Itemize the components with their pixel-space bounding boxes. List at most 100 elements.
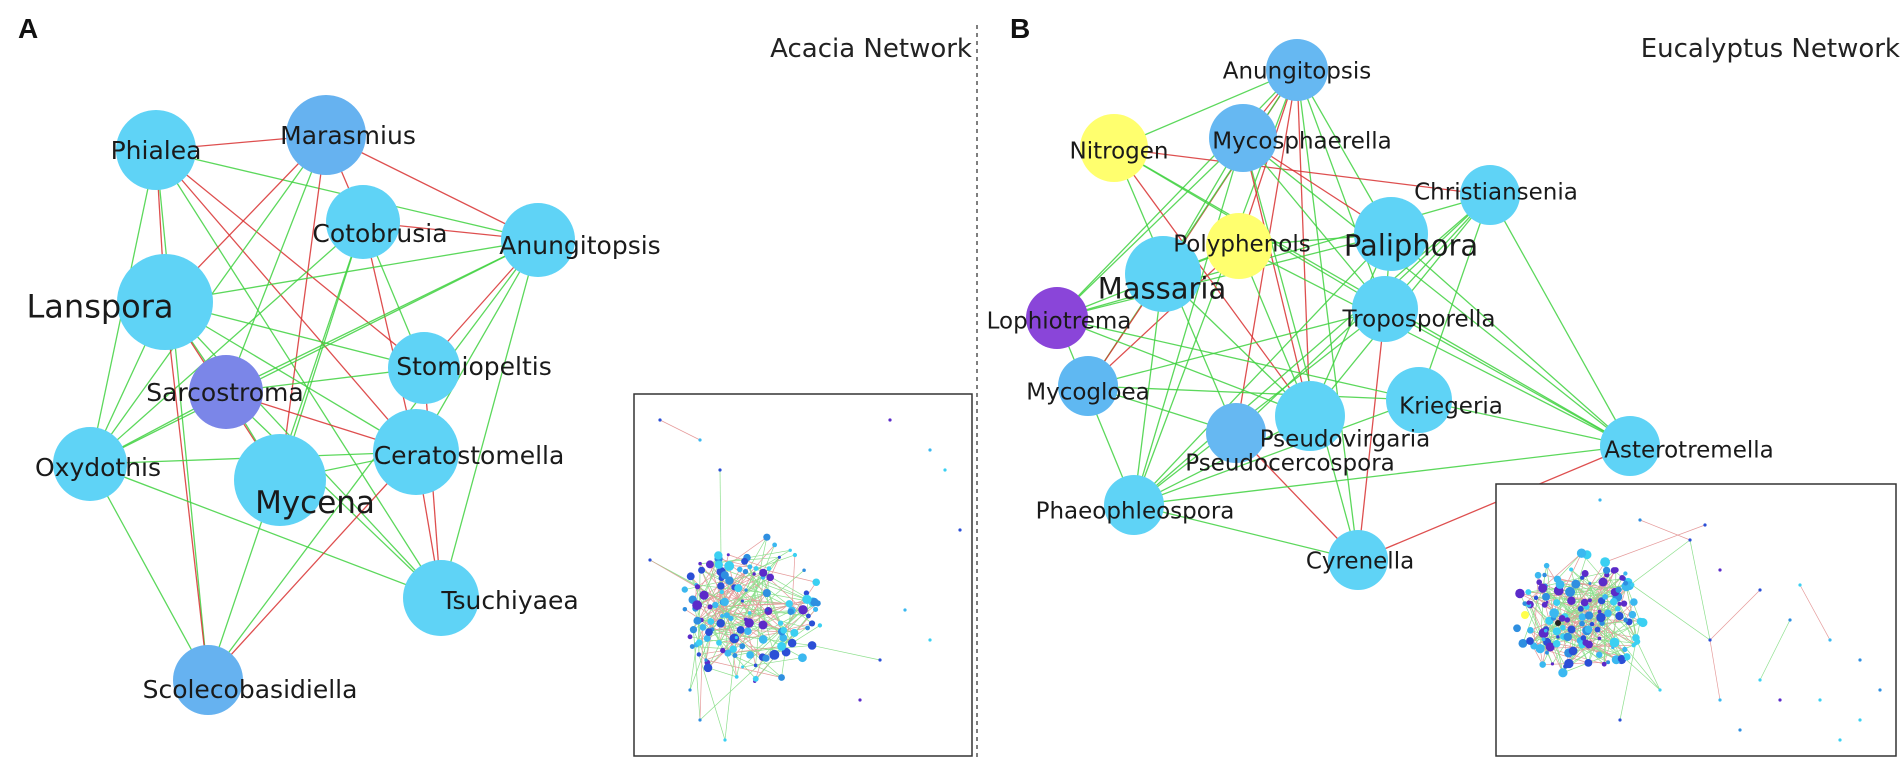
inset-node [807,641,817,650]
inset-edge [1689,539,1711,641]
inset-eucalyptus [1495,483,1897,757]
network-edge [1357,308,1386,561]
inset-node [1601,661,1607,667]
network-edge [155,149,425,369]
network-edge [155,149,442,599]
inset-node [1563,664,1568,669]
network-edge [1296,69,1359,561]
inset-node [1623,617,1629,623]
network-edge [89,221,364,465]
node-label-massaria: Massaria [1098,271,1227,305]
inset-node [928,638,932,642]
network-edge [1296,69,1386,310]
inset-node [766,573,774,582]
inset-node [928,448,932,452]
node-cyrenella [1328,530,1388,590]
inset-edge [701,592,767,621]
inset-edge [727,645,782,654]
inset-node [698,438,702,442]
inset-node [888,418,892,422]
inset-node [1563,632,1572,642]
inset-edge [755,657,763,679]
inset-node [1632,634,1640,642]
inset-node [808,620,816,627]
inset-edge [724,592,767,603]
inset-edge [1556,643,1564,673]
node-label-polyphenols: Polyphenols [1173,231,1310,257]
node-label-phialea: Phialea [111,136,202,165]
inset-edge [701,569,722,579]
inset-node [736,626,745,634]
inset-node [724,649,732,657]
node-stomiopeltis [388,332,460,404]
network-edge [207,239,539,681]
node-label-mycosphaerella: Mycosphaerella [1212,128,1392,154]
inset-node [812,578,821,587]
inset-node [1623,653,1631,661]
inset-node [802,568,806,572]
inset-node [1525,589,1532,596]
network-title-acacia: Acacia Network [770,34,972,64]
inset-node [753,566,759,572]
inset-node [1556,635,1560,639]
inset-node [762,589,771,598]
inset-edge [1557,636,1609,663]
inset-node [720,647,726,654]
inset-node [1598,498,1602,502]
node-mycosphaerella [1209,104,1277,172]
network-edge [1087,385,1420,401]
inset-acacia-network [648,418,962,742]
inset-edge [649,559,723,603]
inset-edge [1535,597,1637,644]
network-edge [164,301,417,453]
network-edge [1133,399,1420,506]
inset-edge [1759,619,1791,681]
inset-edge [1528,591,1559,638]
inset-edge [1575,583,1606,598]
inset-node [1708,638,1712,642]
inset-node [718,468,722,472]
inset-edge [765,631,783,659]
inset-node [740,599,744,603]
inset-node [1778,698,1782,702]
network-edge [1133,194,1491,506]
node-nitrogen [1080,114,1148,182]
inset-node [696,652,702,657]
inset-edge [697,536,768,588]
inset-node [1539,661,1546,668]
edges-eucalyptus [1056,69,1631,561]
inset-node [958,528,962,532]
node-label-nitrogen: Nitrogen [1070,138,1169,164]
node-label-lanspora: Lanspora [26,288,173,326]
inset-node [728,615,734,622]
inset-node [1602,566,1611,574]
inset-node [725,576,734,585]
network-edge [1113,147,1311,417]
inset-node [703,634,711,642]
inset-edge [697,566,751,621]
inset-node [1688,538,1692,542]
inset-edge [718,557,780,643]
inset-node [802,594,812,604]
inset-node [1580,635,1587,641]
inset-node [752,572,756,576]
inset-node [1582,639,1590,647]
inset-edge [696,564,720,606]
node-label-paliphora: Paliphora [1344,228,1478,262]
inset-node [1564,617,1571,623]
inset-node [688,688,692,692]
inset-node [741,665,745,669]
inset-node [1718,698,1722,702]
network-edge [164,239,539,303]
network-edge [1418,399,1631,447]
inset-node [682,606,688,612]
node-label-tsuchiyaea: Tsuchiyaea [440,586,578,615]
inset-node [1589,621,1595,627]
inset-node [1606,660,1611,665]
inset-node [1560,624,1566,631]
inset-edge [699,657,767,721]
inset-node [759,568,768,577]
inset-node [1738,728,1742,732]
